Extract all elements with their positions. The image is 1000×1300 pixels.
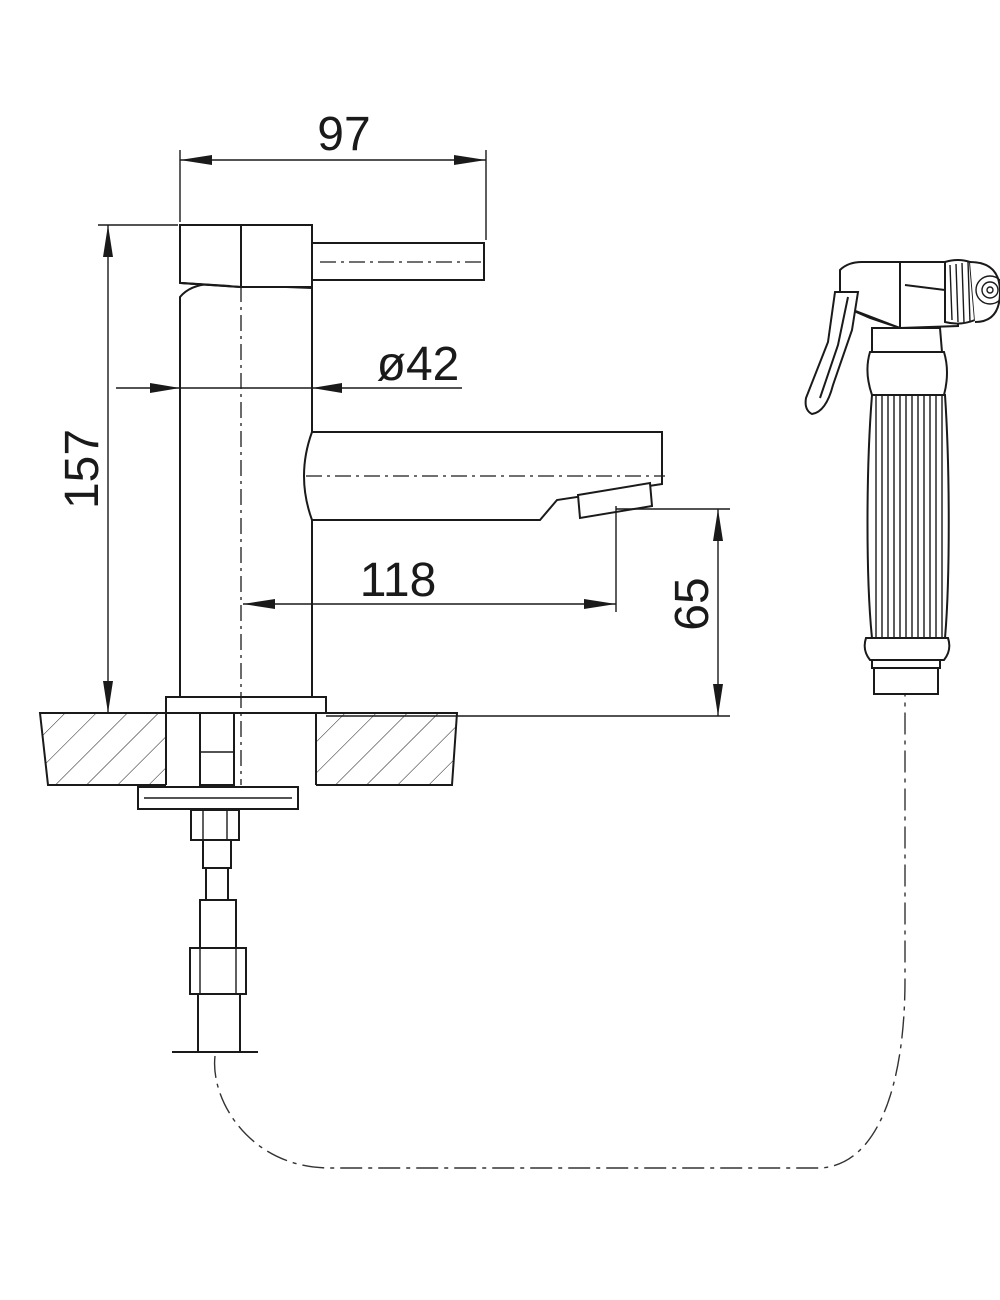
dimension-lines — [98, 150, 730, 717]
dim-width-total: 97 — [317, 108, 370, 161]
faucet-body — [165, 224, 665, 785]
countertop-section — [38, 712, 459, 786]
dim-spout-reach: 118 — [360, 554, 437, 607]
hose-connection-line — [213, 695, 906, 1169]
hand-sprayer — [804, 259, 1000, 695]
dim-height-total: 157 — [56, 429, 109, 509]
dim-spout-height: 65 — [666, 577, 719, 630]
mounting-hardware — [137, 712, 299, 1053]
dim-diameter: ø42 — [377, 338, 460, 391]
